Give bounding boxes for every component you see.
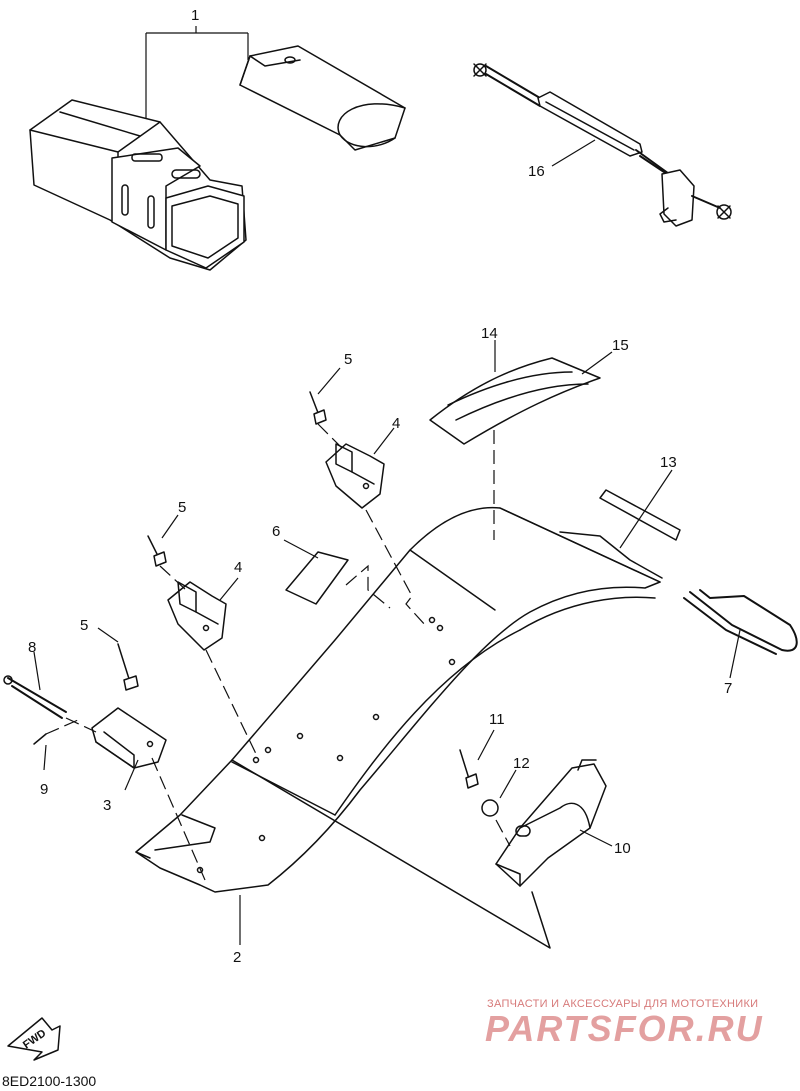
callout-13: 13 (660, 454, 677, 471)
part-11-screw (459, 729, 495, 789)
callout-4-upper: 4 (392, 415, 400, 432)
callout-12: 12 (513, 755, 530, 772)
callout-14: 14 (481, 325, 498, 342)
watermark-tagline: ЗАПЧАСТИ И АКСЕССУАРЫ ДЛЯ МОТОТЕХНИКИ (487, 998, 759, 1010)
part-10-holder (495, 759, 613, 887)
part-8-bolt (3, 651, 97, 733)
part-2-plate (135, 506, 663, 949)
callout-2: 2 (233, 949, 241, 966)
callout-3: 3 (103, 797, 111, 814)
callout-11: 11 (489, 711, 505, 728)
watermark-brand: PARTSFOR.RU (485, 1008, 764, 1049)
callout-5-middle: 5 (178, 499, 186, 516)
callout-10: 10 (614, 840, 631, 857)
part-1-tool-bag (29, 26, 406, 271)
part-14-15-decals (429, 340, 613, 540)
part-7-rod (683, 589, 798, 679)
callout-6: 6 (272, 523, 280, 540)
diagram-code: 8ED2100-1300 (2, 1073, 97, 1089)
callout-16: 16 (528, 163, 545, 180)
callout-7: 7 (724, 680, 732, 697)
part-12-nut (481, 769, 517, 847)
callout-1: 1 (191, 7, 199, 24)
fwd-arrow-icon: FWD (7, 1017, 61, 1061)
part-4-clip-lower (167, 577, 259, 759)
part-5-screws (97, 367, 347, 691)
part-6-label (283, 539, 391, 609)
callout-5-upper: 5 (344, 351, 352, 368)
callout-4-lower: 4 (234, 559, 242, 576)
part-4-clip-upper (325, 427, 427, 627)
callout-8: 8 (28, 639, 36, 656)
callout-5-lower: 5 (80, 617, 88, 634)
callout-9: 9 (40, 781, 48, 798)
callout-15: 15 (612, 337, 629, 354)
part-16-cable (473, 63, 732, 227)
part-9-pin (33, 719, 79, 771)
part-13-pad (599, 469, 681, 549)
part-3-bracket (91, 707, 206, 881)
